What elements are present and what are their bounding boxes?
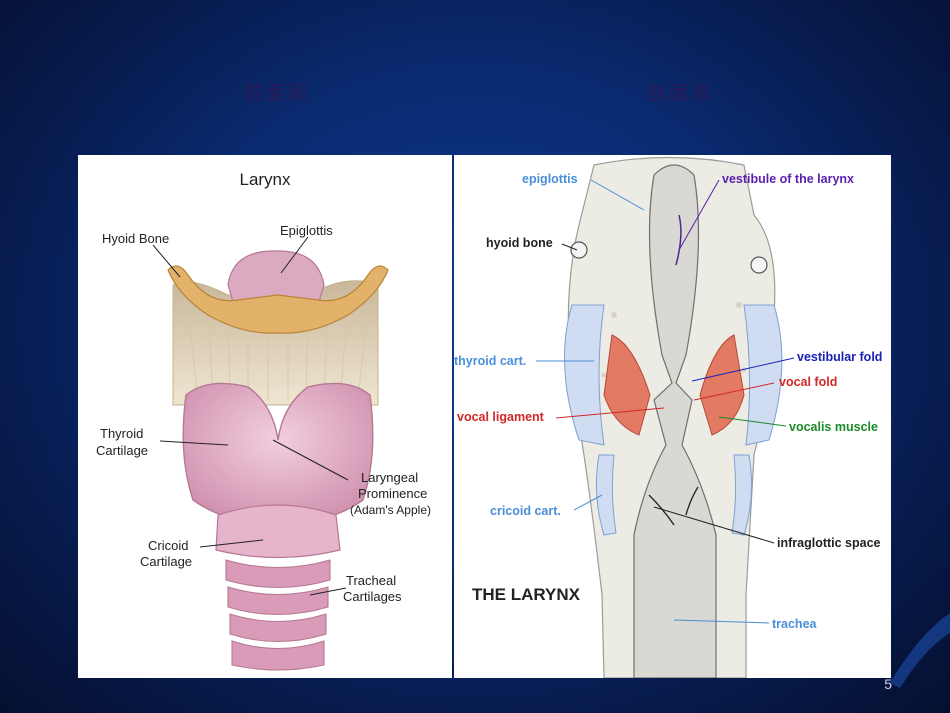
- label-trachea: trachea: [772, 617, 818, 631]
- section-cricoid-right: [731, 454, 753, 536]
- label-cricoid-1: Cricoid: [148, 538, 188, 553]
- label-laryngeal-1: Laryngeal: [361, 470, 418, 485]
- label-vocal-ligament: vocal ligament: [457, 410, 545, 424]
- label-laryngeal-3: (Adam's Apple): [350, 503, 431, 517]
- decorative-swoosh: [890, 613, 950, 688]
- epiglottis-shape: [227, 250, 325, 306]
- airway-lumen: [633, 164, 717, 678]
- label-epiglottis: Epiglottis: [280, 223, 333, 238]
- slide-title-section-view: 剖面观: [647, 82, 714, 104]
- label-laryngeal-2: Prominence: [358, 486, 427, 501]
- larynx-section-illustration: epiglottis vestibule of the larynx hyoid…: [454, 156, 882, 678]
- hyoid-bone-shape: [167, 265, 389, 334]
- label-vocalis-muscle: vocalis muscle: [789, 420, 878, 434]
- label-thyroid-1: Thyroid: [100, 426, 143, 441]
- slide-title-front-view: 前面观: [244, 82, 311, 104]
- vocalis-right: [699, 334, 745, 436]
- larynx-front-illustration: Larynx: [96, 170, 431, 671]
- right-heading: THE LARYNX: [472, 585, 581, 604]
- page-number: 5: [884, 676, 892, 692]
- label-infraglottic-space: infraglottic space: [777, 536, 881, 550]
- section-thyroid-left: [563, 304, 605, 446]
- label-cricoid-2: Cartilage: [140, 554, 192, 569]
- label-thyroid-section: thyroid cart.: [454, 354, 526, 368]
- section-cricoid-left: [595, 454, 617, 536]
- left-heading: Larynx: [239, 170, 291, 189]
- label-cricoid-section: cricoid cart.: [490, 504, 561, 518]
- label-hyoid-section: hyoid bone: [486, 236, 553, 250]
- cricoid-cartilage-shape: [215, 504, 341, 559]
- label-tracheal-2: Cartilages: [343, 589, 402, 604]
- label-vestibular-fold: vestibular fold: [797, 350, 882, 364]
- label-hyoid-bone: Hyoid Bone: [102, 231, 169, 246]
- label-vocal-fold: vocal fold: [779, 375, 837, 389]
- label-vestibule: vestibule of the larynx: [722, 172, 854, 186]
- larynx-front-view-panel: Larynx: [78, 155, 452, 678]
- thyroid-cartilage-shape: [182, 382, 374, 524]
- label-thyroid-2: Cartilage: [96, 443, 148, 458]
- label-tracheal-1: Tracheal: [346, 573, 396, 588]
- larynx-section-view-panel: epiglottis vestibule of the larynx hyoid…: [454, 155, 891, 678]
- section-thyroid-right: [743, 304, 783, 446]
- label-epiglottis-section: epiglottis: [522, 172, 578, 186]
